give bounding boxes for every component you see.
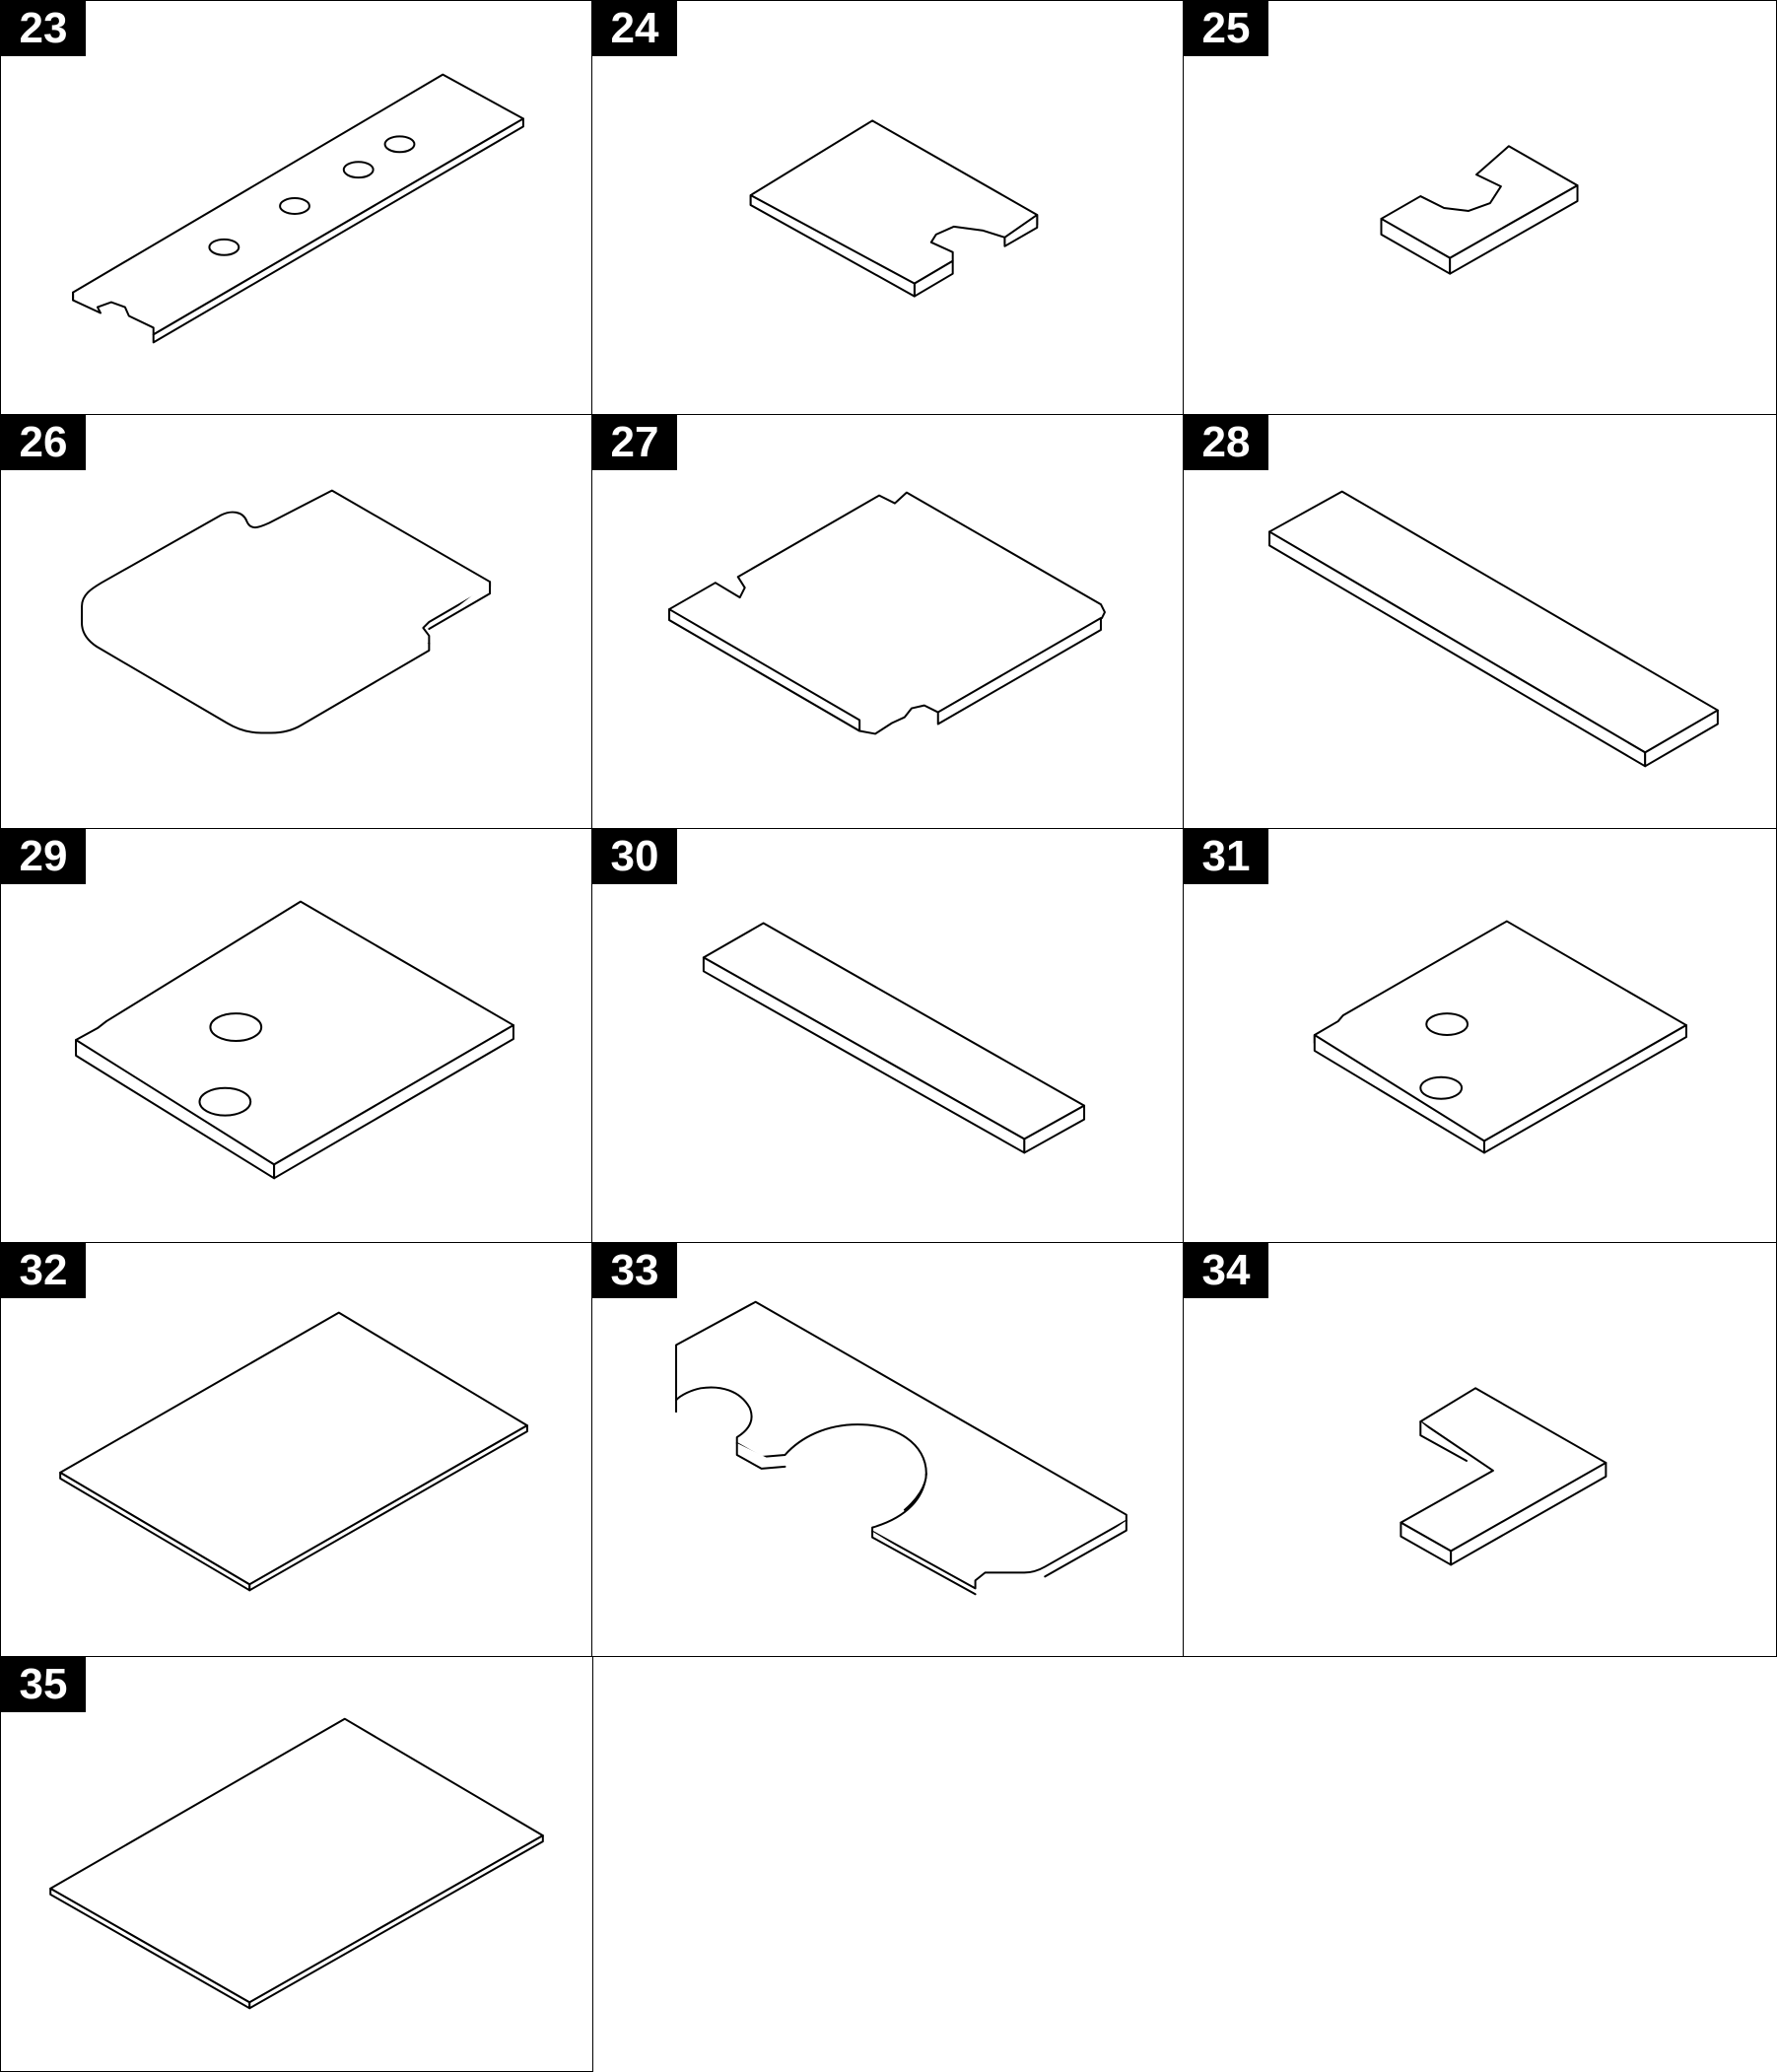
part-cell-31: 31 (1183, 828, 1777, 1243)
part-number-badge: 25 (1184, 1, 1268, 56)
part-28-drawing (1268, 490, 1719, 768)
part-cell-27: 27 (591, 414, 1185, 829)
part-cell-26: 26 (0, 414, 593, 829)
part-cell-35: 35 (0, 1656, 593, 2072)
part-number-badge: 29 (1, 829, 86, 884)
part-cell-24: 24 (591, 0, 1185, 415)
part-27-drawing (668, 491, 1106, 735)
part-cell-32: 32 (0, 1242, 593, 1657)
part-33-drawing (675, 1300, 1128, 1596)
part-number-badge: 27 (592, 415, 677, 470)
part-number-badge: 23 (1, 1, 86, 56)
part-number-badge: 34 (1184, 1243, 1268, 1298)
part-number-badge: 28 (1184, 415, 1268, 470)
part-number-badge: 26 (1, 415, 86, 470)
part-cell-29: 29 (0, 828, 593, 1243)
part-cell-23: 23 (0, 0, 593, 415)
part-32-drawing (59, 1311, 528, 1592)
part-number-badge: 33 (592, 1243, 677, 1298)
part-number-badge: 24 (592, 1, 677, 56)
part-cell-34: 34 (1183, 1242, 1777, 1657)
part-cell-25: 25 (1183, 0, 1777, 415)
part-35-drawing (49, 1717, 544, 2010)
part-number-badge: 35 (1, 1657, 86, 1712)
part-25-drawing (1380, 145, 1579, 275)
part-29-drawing (75, 900, 514, 1180)
part-number-badge: 30 (592, 829, 677, 884)
part-cell-28: 28 (1183, 414, 1777, 829)
part-24-drawing (749, 119, 1039, 298)
part-number-badge: 31 (1184, 829, 1268, 884)
part-cell-33: 33 (591, 1242, 1185, 1657)
part-34-drawing (1400, 1387, 1607, 1566)
part-23-drawing (72, 73, 524, 344)
part-26-drawing (81, 489, 492, 734)
part-31-drawing (1313, 920, 1687, 1154)
part-cell-30: 30 (591, 828, 1185, 1243)
part-30-drawing (702, 922, 1086, 1154)
part-number-badge: 32 (1, 1243, 86, 1298)
